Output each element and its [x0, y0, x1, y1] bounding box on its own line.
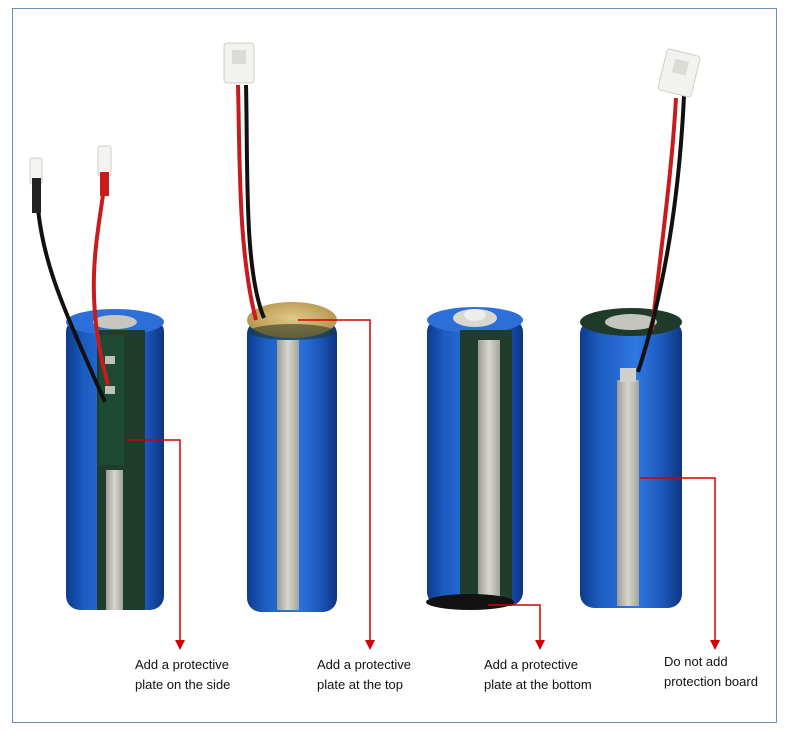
battery-no-protection	[580, 48, 701, 608]
caption-line: Add a protective	[484, 657, 578, 672]
caption-line: plate at the bottom	[484, 677, 592, 692]
battery-top-plate	[223, 42, 337, 612]
caption-bottom-plate: Add a protective plate at the bottom	[484, 655, 592, 695]
battery-bottom-plate	[426, 307, 523, 610]
leader-lines	[126, 319, 716, 640]
leader-arrowheads	[175, 640, 720, 650]
caption-line: Add a protective	[135, 657, 229, 672]
caption-line: protection board	[664, 674, 758, 689]
caption-top-plate: Add a protective plate at the top	[317, 655, 411, 695]
caption-line: Add a protective	[317, 657, 411, 672]
caption-line: Do not add	[664, 654, 728, 669]
battery-side-plate	[29, 145, 164, 610]
caption-side-plate: Add a protective plate on the side	[135, 655, 230, 695]
caption-line: plate on the side	[135, 677, 231, 692]
caption-no-protection: Do not add protection board	[664, 652, 758, 692]
caption-line: plate at the top	[317, 677, 404, 692]
